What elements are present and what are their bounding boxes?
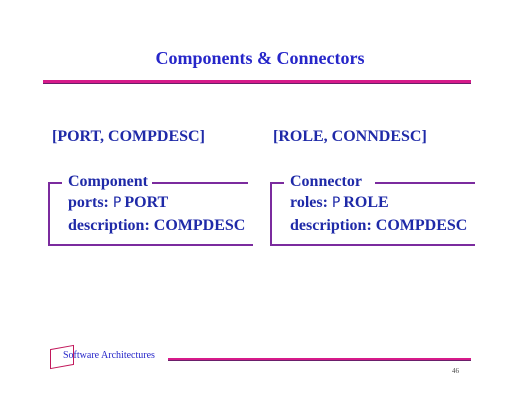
powerset-symbol: P (331, 195, 341, 211)
slide-title: Components & Connectors (155, 48, 365, 68)
component-description-line: description: COMPDESC (68, 217, 246, 234)
given-sets-right: [ROLE, CONNDESC] (273, 128, 427, 145)
ports-label: ports: (68, 194, 109, 211)
footer-divider (168, 358, 471, 361)
footer-label: Software Architectures (63, 350, 155, 361)
title-divider (43, 80, 471, 84)
given-sets-left: [PORT, COMPDESC] (52, 128, 205, 145)
powerset-symbol: P (112, 195, 122, 211)
role-type: ROLE (343, 194, 389, 211)
roles-label: roles: (290, 194, 328, 211)
port-type: PORT (124, 194, 169, 211)
page-number: 46 (452, 367, 459, 375)
connector-schema-name: Connector (290, 173, 362, 190)
connector-description-line: description: COMPDESC (290, 217, 468, 234)
component-schema-name: Component (68, 173, 149, 190)
